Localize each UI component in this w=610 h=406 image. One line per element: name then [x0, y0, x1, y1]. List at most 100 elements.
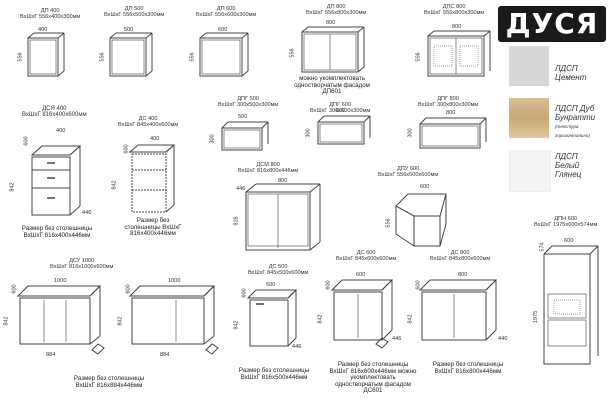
dim-dpu600-h: 556: [385, 218, 392, 228]
cabinet-dpg800: [419, 117, 487, 149]
dim-dsya400-d2: 446: [82, 210, 92, 216]
swatch-label-oak: ЛДСП Дуб Бунратти: [555, 104, 596, 122]
dim-dps800-w: 800: [452, 24, 462, 30]
cabinet-ds400: [128, 144, 176, 213]
cabinet-dp600: [199, 32, 249, 77]
cabinet-dpn600: [543, 245, 599, 365]
dim-dsu1000-w2: 884: [46, 352, 56, 358]
dim-ds800-d: 600: [415, 280, 422, 290]
cabinet-dp500: [109, 32, 153, 77]
dim-dsu1000-d: 600: [11, 284, 18, 294]
note-ds600: Размер без столешницы ВхШхГ 816х600х446м…: [329, 361, 417, 395]
dim-dp800-w: 800: [326, 20, 336, 26]
dim-ds500-d: 600: [241, 288, 248, 298]
dim-dsu1000b-w: 1000: [168, 278, 181, 284]
dim-dp400-w: 400: [38, 27, 48, 33]
dim-ds400-w: 400: [150, 136, 160, 142]
dim-ds600-w: 600: [356, 272, 366, 278]
cabinet-dsu1000: [16, 285, 105, 355]
dim-dp500-h: 556: [99, 52, 106, 62]
dim-dpg600-w: 600: [336, 108, 346, 114]
note-ds500: Размер без столешницы ВхШхГ 816х500х446м…: [238, 367, 310, 381]
swatch-white-gloss: [509, 150, 551, 192]
dim-dsu1000-w: 1000: [54, 278, 67, 284]
dim-dpg500-w: 500: [238, 114, 248, 120]
swatch-label-white: ЛДСП Белый Глянец: [555, 152, 582, 179]
dim-ds400-h: 842: [111, 180, 118, 190]
dim-dpn600-h: 1975: [533, 310, 540, 324]
dim-ds600-d: 600: [325, 280, 332, 290]
dim-dpg800-h: 300: [407, 128, 414, 138]
cabinet-dsm800: [245, 183, 321, 251]
swatch-sub-oak: (текстура горизонтально): [555, 124, 590, 138]
dim-ds600-d2: 446: [392, 336, 402, 342]
cabinet-dpg500: [221, 121, 269, 151]
dim-dp500-w: 500: [124, 27, 134, 33]
dim-dsm800-w: 800: [278, 178, 288, 184]
dim-ds500-w: 500: [266, 282, 276, 288]
dim-ds800-h: 842: [407, 314, 414, 324]
dim-dp600-w: 600: [218, 27, 228, 33]
note-ds800: Размер без столешницы ВхШхГ 816х800х446м…: [432, 361, 504, 375]
dim-dp400-h: 556: [17, 52, 24, 62]
brand-logo: ДУСЯ: [498, 6, 606, 42]
cabinet-dpu600: [395, 193, 447, 247]
dim-dpg500-h: 300: [209, 134, 216, 144]
dim-ds800-w: 800: [458, 272, 468, 278]
dim-dps800-h: 556: [415, 52, 422, 62]
note-dsu1000: Размер без столешницы ВхШхГ 816х884х446м…: [73, 375, 145, 389]
dim-dsm800-h: 816: [233, 216, 240, 226]
dim-dsu1000-h: 842: [3, 316, 10, 326]
note-dsya400: Размер без столешницы ВхШхГ 816х400х446м…: [21, 225, 93, 239]
dim-dsya400-h: 842: [9, 182, 16, 192]
dim-ds400-d: 600: [123, 144, 130, 154]
dim-ds500-h: 842: [233, 320, 240, 330]
note-ds400: Размер без столешницы ВхШхГ 816х400х446м…: [124, 217, 182, 238]
cabinet-dsu1000b: [128, 285, 219, 355]
cabinet-dps800: [427, 30, 491, 77]
dim-dpg800-w: 800: [446, 110, 456, 116]
cabinet-dp800: [301, 26, 365, 73]
dim-ds500-d2: 446: [292, 344, 302, 350]
cabinet-dsya400: [30, 145, 82, 216]
dim-dsu1000b-w2: 884: [160, 352, 170, 358]
dim-dpn600-w: 600: [564, 238, 574, 244]
dim-dp800-h: 556: [289, 48, 296, 58]
cabinet-ds800: [418, 279, 498, 341]
cabinet-dpg600: [317, 115, 371, 145]
cabinet-ds600: [330, 279, 394, 349]
note-dp800: можно укомплектовать одностворчатым фаса…: [294, 75, 370, 96]
dim-dsya400-w: 400: [56, 128, 66, 134]
dim-dpg600-h: 300: [305, 128, 312, 138]
swatch-oak: [509, 98, 549, 138]
dim-dpn600-d: 574: [539, 242, 546, 252]
cabinet-dp400: [27, 32, 65, 77]
swatch-label-cement: ЛДСП Цемент: [555, 64, 587, 82]
dim-dsya400-d: 600: [23, 136, 30, 146]
dim-ds800-d2: 446: [498, 336, 508, 342]
dim-dp600-h: 556: [189, 52, 196, 62]
dim-dsm800-d: 446: [236, 186, 246, 192]
swatch-cement: [509, 46, 549, 86]
dim-dpu600-w: 600: [420, 184, 430, 190]
cabinet-ds500: [246, 289, 298, 347]
dim-dsu1000b-d: 600: [125, 284, 132, 294]
